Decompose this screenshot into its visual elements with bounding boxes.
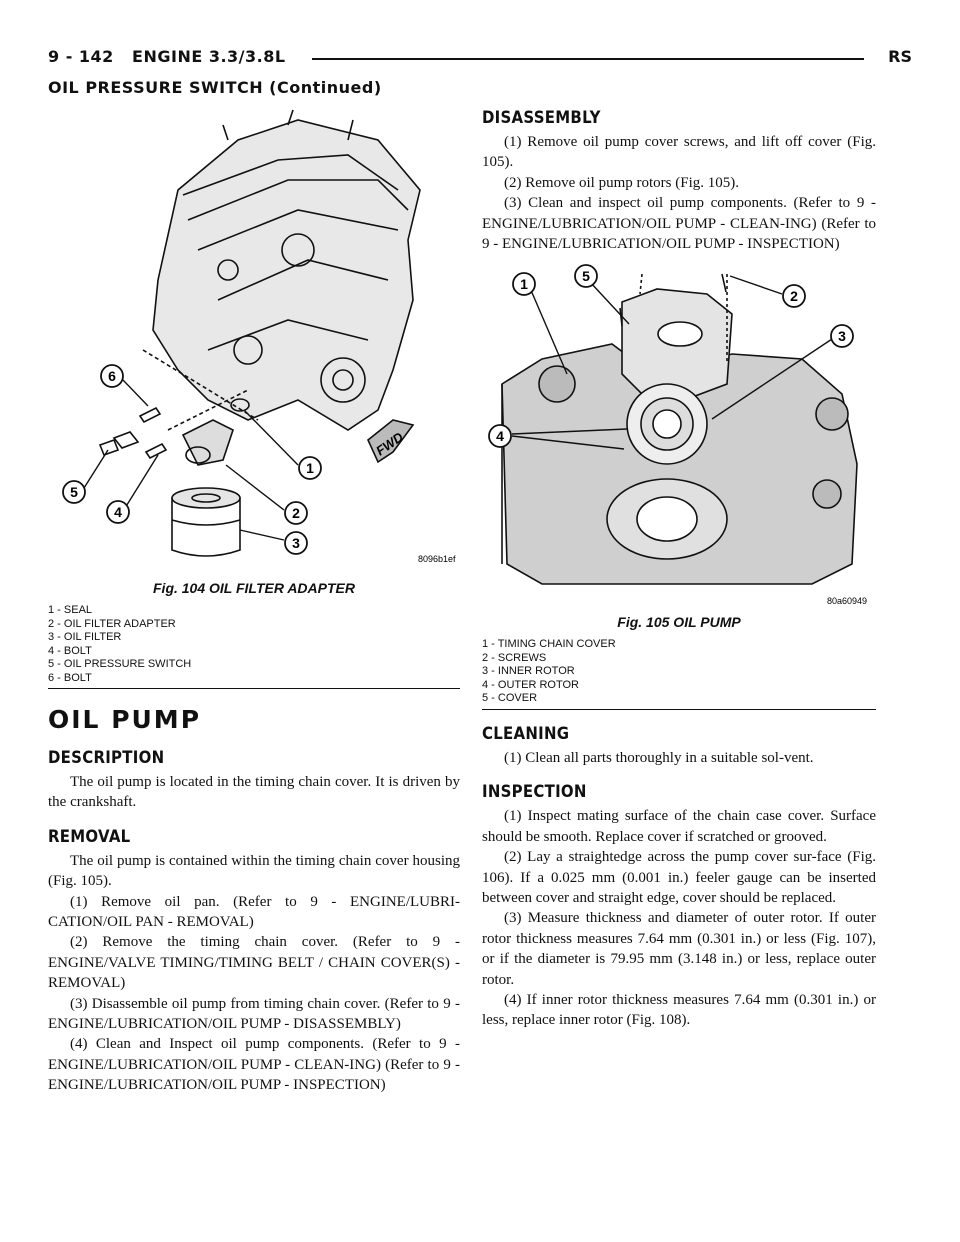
fig105-legend: 1 - TIMING CHAIN COVER 2 - SCREWS 3 - IN… [482, 638, 876, 706]
removal-step-1: (1) Remove oil pan. (Refer to 9 - ENGINE… [48, 893, 460, 931]
description-heading: DESCRIPTION [48, 748, 165, 768]
disassembly-step-3: (3) Clean and inspect oil pump component… [482, 195, 876, 253]
fig104-legend: 1 - SEAL 2 - OIL FILTER ADAPTER 3 - OIL … [48, 604, 460, 685]
figure-105: 1 5 2 3 4 80a60949 Fig. 105 OIL PUMP 1 -… [482, 264, 876, 710]
removal-step-3: (3) Disassemble oil pump from timing cha… [48, 995, 460, 1033]
header-rule [312, 58, 864, 60]
oil-filter-adapter-illustration: FWD 6 5 4 1 [62, 109, 456, 564]
model-code: RS [888, 47, 912, 66]
callout-1: 1 [520, 276, 528, 292]
legend-item: 1 - SEAL [48, 604, 93, 616]
legend-item: 4 - OUTER ROTOR [482, 678, 579, 691]
continued-heading: OIL PRESSURE SWITCH (Continued) [48, 78, 382, 97]
page-number: 9 - 142 [48, 47, 114, 66]
callout-1: 1 [306, 460, 314, 476]
disassembly-step-2: (2) Remove oil pump rotors (Fig. 105). [504, 174, 739, 191]
page-header: 9 - 142 ENGINE 3.3/3.8L RS OIL PRESSURE … [0, 0, 960, 110]
removal-heading: REMOVAL [48, 826, 131, 847]
removal-step-2: (2) Remove the timing chain cover. (Refe… [48, 934, 460, 992]
fig105-title: Fig. 105 OIL PUMP [617, 614, 741, 631]
callout-4: 4 [114, 504, 122, 520]
callout-3: 3 [838, 328, 846, 344]
oil-pump-heading: OIL PUMP [48, 705, 202, 734]
inspection-step-3: (3) Measure thickness and diameter of ou… [482, 910, 876, 988]
inspection-heading: INSPECTION [482, 782, 587, 803]
removal-para: The oil pump is contained within the tim… [48, 852, 460, 890]
figure-104: FWD 6 5 4 1 [48, 100, 460, 689]
cleaning-step-1: (1) Clean all parts thoroughly in a suit… [504, 749, 814, 766]
removal-step-4: (4) Clean and Inspect oil pump component… [48, 1036, 460, 1094]
legend-item: 2 - OIL FILTER ADAPTER [48, 617, 176, 630]
legend-item: 1 - TIMING CHAIN COVER [482, 638, 616, 651]
legend-item: 3 - INNER ROTOR [482, 665, 575, 678]
fig104-title: Fig. 104 OIL FILTER ADAPTER [153, 580, 355, 596]
cleaning-heading: CLEANING [482, 723, 570, 744]
callout-3: 3 [292, 535, 300, 551]
inspection-step-4: (4) If inner rotor thickness measures 7.… [482, 992, 876, 1029]
oil-pump-illustration: 1 5 2 3 4 80a60949 [488, 264, 867, 606]
legend-item: 6 - BOLT [48, 671, 92, 684]
left-column: FWD 6 5 4 1 [48, 100, 460, 1096]
callout-5: 5 [70, 484, 78, 500]
section-title: ENGINE 3.3/3.8L [132, 47, 286, 66]
fig105-code: 80a60949 [827, 596, 867, 606]
legend-item: 4 - BOLT [48, 644, 92, 657]
figure-rule [482, 708, 876, 710]
fig104-callouts [62, 364, 322, 555]
disassembly-step-1: (1) Remove oil pump cover screws, and li… [482, 134, 876, 171]
header-left: 9 - 142 ENGINE 3.3/3.8L [48, 47, 286, 66]
fig104-code: 8096b1ef [418, 554, 456, 564]
legend-item: 5 - OIL PRESSURE SWITCH [48, 658, 192, 670]
right-column: DISASSEMBLY (1) Remove oil pump cover sc… [482, 100, 876, 1031]
legend-item: 5 - COVER [482, 692, 538, 705]
inspection-step-1: (1) Inspect mating surface of the chain … [482, 808, 876, 845]
callout-2: 2 [292, 505, 300, 521]
disassembly-heading: DISASSEMBLY [482, 108, 601, 128]
callout-4: 4 [496, 428, 504, 444]
callout-6: 6 [108, 368, 116, 384]
legend-item: 3 - OIL FILTER [48, 631, 122, 643]
callout-2: 2 [790, 288, 798, 304]
inspection-step-2: (2) Lay a straightedge across the pump c… [482, 849, 876, 906]
description-para: The oil pump is located in the timing ch… [48, 774, 460, 811]
legend-item: 2 - SCREWS [482, 651, 547, 664]
callout-5: 5 [582, 268, 590, 284]
figure-rule [48, 688, 460, 689]
